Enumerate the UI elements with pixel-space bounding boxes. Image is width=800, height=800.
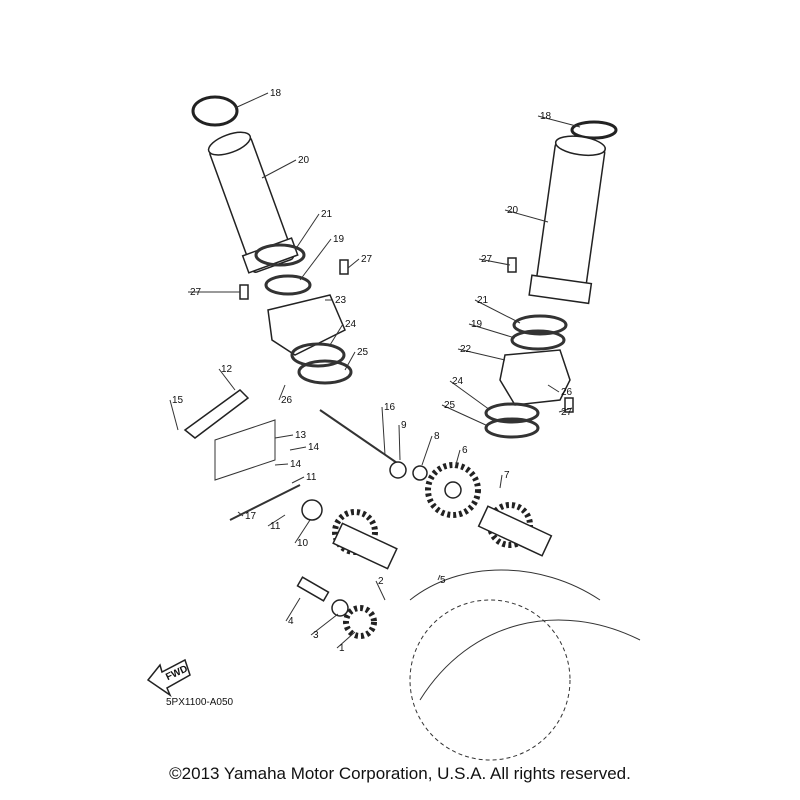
callout-label: 27 (361, 254, 373, 265)
callout-label: 16 (384, 402, 396, 413)
callout-label: 12 (221, 364, 233, 375)
leader-line (441, 404, 489, 427)
leader-line (267, 514, 286, 527)
callout-label: 19 (471, 319, 483, 330)
leader-line (294, 213, 320, 251)
callout-label: 27 (190, 287, 202, 298)
shift-mechanism (183, 389, 641, 761)
leader-line (344, 351, 356, 371)
callout-label: 15 (172, 395, 184, 406)
leader-line (537, 115, 581, 128)
leader-line (285, 597, 301, 622)
callout-label: 26 (281, 395, 293, 406)
callout-label: 4 (288, 616, 294, 627)
leader-line (449, 380, 491, 411)
leader-line (454, 449, 461, 469)
callout-label: 27 (481, 254, 493, 265)
leader-line (274, 463, 289, 466)
leader-line (291, 476, 305, 484)
leader-line (294, 519, 311, 544)
callout-label: 24 (452, 376, 464, 387)
leader-line (457, 348, 506, 361)
callout-label: 11 (270, 521, 281, 532)
callout-label: 14 (308, 442, 320, 453)
callout-label: 17 (245, 511, 257, 522)
callout-label: 10 (297, 538, 309, 549)
callout-label: 19 (333, 234, 345, 245)
leader-line (347, 258, 360, 269)
leader-line (274, 434, 294, 439)
callout-label: 25 (357, 347, 369, 358)
callout-label: 25 (444, 400, 456, 411)
leader-line (234, 92, 269, 109)
callout-label: 26 (561, 387, 573, 398)
callout-label: 11 (306, 472, 317, 483)
callout-label: 20 (507, 205, 519, 216)
leader-line (468, 323, 516, 339)
drawing-code: 5PX1100-A050 (166, 697, 234, 708)
leader-line (547, 384, 560, 393)
right-tube-assembly (484, 120, 618, 439)
callout-label: 9 (401, 420, 407, 431)
callout-label: 1 (339, 643, 345, 654)
leader-line (478, 258, 511, 266)
leader-line (278, 384, 286, 401)
callout-label: 6 (462, 445, 468, 456)
leader-line (398, 424, 401, 461)
callout-label: 2 (378, 576, 384, 587)
callout-label: 8 (434, 431, 440, 442)
leader-line (499, 474, 503, 489)
callout-label: 21 (321, 209, 333, 220)
left-tube-assembly (191, 95, 353, 385)
leader-line (336, 631, 356, 649)
leader-line (558, 407, 573, 413)
leader-line (375, 580, 386, 601)
leader-line (289, 446, 307, 451)
leader-line (437, 574, 441, 581)
leader-line (329, 323, 344, 346)
leader-line (237, 511, 244, 517)
callout-label: 22 (460, 344, 472, 355)
leader-line (421, 435, 433, 466)
callout-label: 5 (440, 575, 446, 586)
leader-line (474, 299, 521, 324)
leader-line (218, 368, 236, 391)
callout-label: 23 (335, 295, 347, 306)
callout-label: 3 (313, 630, 319, 641)
callout-label: 21 (477, 295, 489, 306)
callout-label: 20 (298, 155, 310, 166)
leader-line (299, 238, 332, 281)
leader-line (261, 159, 297, 179)
leader-line (169, 399, 179, 431)
leader-line (310, 613, 339, 636)
callout-label: 18 (540, 111, 552, 122)
callout-label: 7 (504, 470, 510, 481)
callout-label: 27 (561, 407, 573, 418)
fwd-arrow-icon: FWD (146, 658, 191, 698)
callout-label: 24 (345, 319, 357, 330)
callout-label: 13 (295, 430, 307, 441)
callout-label: 18 (270, 88, 282, 99)
leader-line (504, 209, 549, 223)
copyright-notice: ©2013 Yamaha Motor Corporation, U.S.A. A… (169, 764, 631, 783)
callout-label: 14 (290, 459, 302, 470)
leader-line (381, 406, 386, 456)
